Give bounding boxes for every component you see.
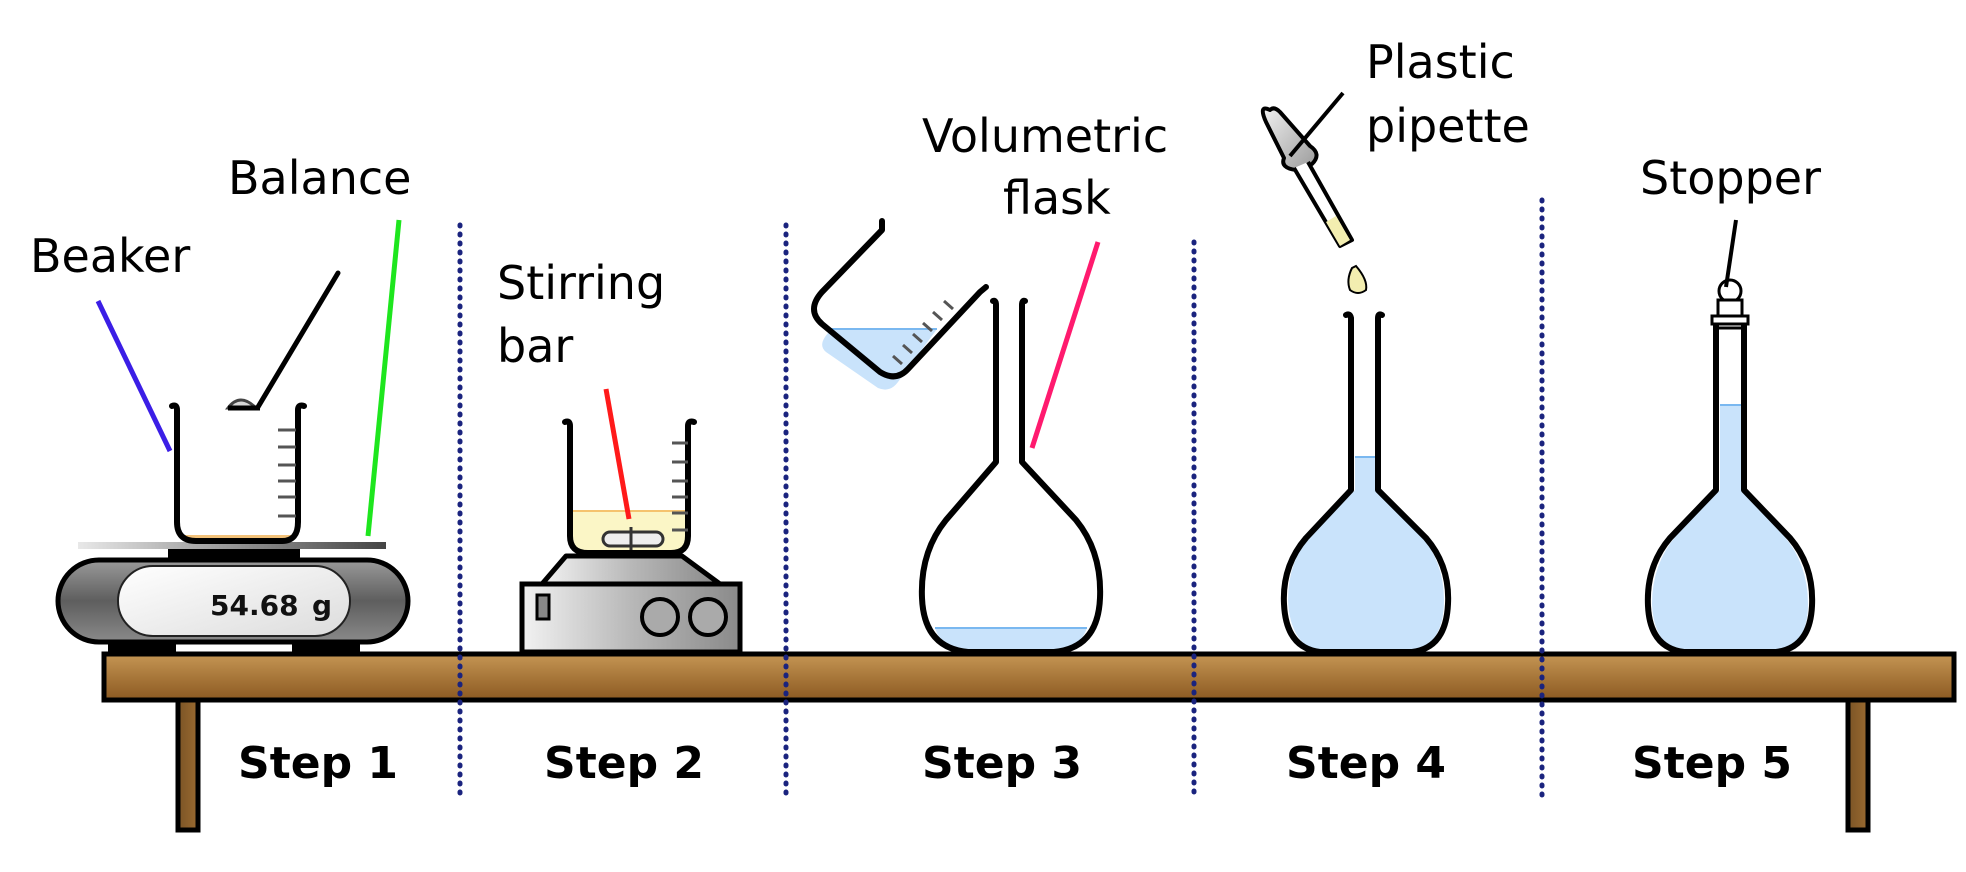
plastic-pipette [1260, 106, 1368, 294]
lab-table [101, 651, 1957, 833]
balance-foot-right [292, 642, 360, 654]
plastic-pipette-pointer-line [1288, 91, 1345, 158]
pipette-droplet [1347, 264, 1368, 294]
stopper-pointer-line [1724, 219, 1738, 288]
beaker-step2 [562, 418, 697, 556]
flask-solution-low [935, 628, 1087, 652]
balance-label: Balance [228, 151, 411, 205]
balance-readout-value: 54.68 [210, 589, 299, 622]
step-label-1: Step 1 [238, 738, 398, 789]
balance-foot-left [108, 642, 176, 654]
stir-plate-top-trapezoid [539, 553, 723, 587]
step-dividers [457, 197, 1545, 803]
stir-plate-top [540, 555, 562, 559]
balance-readout-unit: g [312, 589, 332, 622]
beaker-graduations [278, 428, 296, 518]
volumetric-flask-pointer-line [1029, 241, 1101, 449]
stir-plate-switch [535, 593, 551, 621]
balance-pan [78, 542, 386, 549]
pipette-bulb [1260, 106, 1319, 172]
balance-pointer-line [365, 219, 402, 537]
tilted-beaker [811, 218, 989, 390]
beaker-label: Beaker [30, 229, 190, 283]
step-label-3: Step 3 [922, 738, 1082, 789]
stirring-bar [601, 527, 665, 550]
stir-plate-knob-1 [640, 597, 680, 637]
volumetric-flask-step3 [918, 297, 1104, 655]
table-top [101, 651, 1957, 703]
stir-plate-knob-2 [688, 597, 728, 637]
beaker-step1 [169, 402, 307, 544]
table-leg-left [175, 697, 201, 833]
step-label-4: Step 4 [1286, 738, 1446, 789]
volumetric-flask-label-line1: Volumetric [922, 109, 1168, 163]
table-leg-right [1845, 697, 1871, 833]
step-label-2: Step 2 [544, 738, 704, 789]
spatula [224, 270, 341, 411]
stopper [1716, 278, 1744, 318]
balance: 54.68 g [55, 542, 411, 654]
flask-solution-partial [1288, 457, 1444, 652]
plastic-pipette-label-line1: Plastic [1366, 35, 1515, 89]
stirring-bar-pointer-line [603, 388, 632, 520]
volumetric-flask-label-line2: flask [1003, 171, 1111, 225]
volumetric-flask-step5 [1644, 278, 1816, 655]
step-labels: Step 1 Step 2 Step 3 Step 4 Step 5 [238, 738, 1792, 789]
beaker-graduations [672, 441, 688, 532]
volumetric-flask-step4 [1280, 311, 1452, 655]
balance-display [117, 565, 351, 637]
stir-plate [519, 553, 743, 655]
stopper-label: Stopper [1640, 151, 1821, 205]
tilted-beaker-graduations [892, 299, 954, 366]
beaker-pointer-line [95, 299, 173, 453]
stirring-bar-label-line2: bar [497, 319, 573, 373]
step-label-5: Step 5 [1632, 738, 1792, 789]
pipette-liquid [1326, 216, 1350, 246]
flask-solution-full [1652, 404, 1808, 652]
plastic-pipette-label-line2: pipette [1366, 99, 1530, 153]
stirring-bar-label-line1: Stirring [497, 256, 665, 310]
